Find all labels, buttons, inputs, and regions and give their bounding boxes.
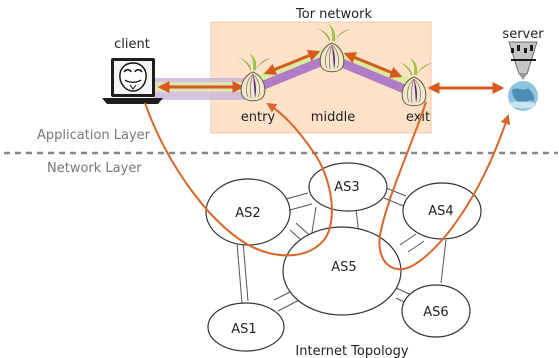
client-laptop-icon <box>102 58 163 104</box>
entry-middle-arrow <box>263 50 321 75</box>
as6-label: AS6 <box>423 305 448 320</box>
application-layer-label: Application Layer <box>37 128 151 143</box>
exit-to-server-network-path <box>378 101 511 271</box>
as2-label: AS2 <box>235 206 260 221</box>
entry-relay-label: entry <box>241 110 276 125</box>
tor-network-title: Tor network <box>295 7 372 22</box>
as-links <box>236 187 447 312</box>
client-label: client <box>114 37 150 52</box>
network-layer-label: Network Layer <box>47 161 142 176</box>
server-wikileaks-icon <box>508 41 538 111</box>
exit-relay-label: exit <box>406 110 430 125</box>
as1-label: AS1 <box>231 322 256 337</box>
as5-label: AS5 <box>331 260 356 275</box>
as1-node <box>207 302 285 352</box>
as3-label: AS3 <box>334 180 359 195</box>
as6-node <box>401 284 471 338</box>
server-label: server <box>502 27 544 42</box>
middle-exit-arrow <box>343 52 403 78</box>
internet-topology-caption: Internet Topology <box>295 344 408 358</box>
middle-relay-label: middle <box>311 110 355 125</box>
as4-label: AS4 <box>428 204 453 219</box>
as3-node <box>308 162 388 212</box>
client-to-entry-network-path <box>144 102 333 257</box>
